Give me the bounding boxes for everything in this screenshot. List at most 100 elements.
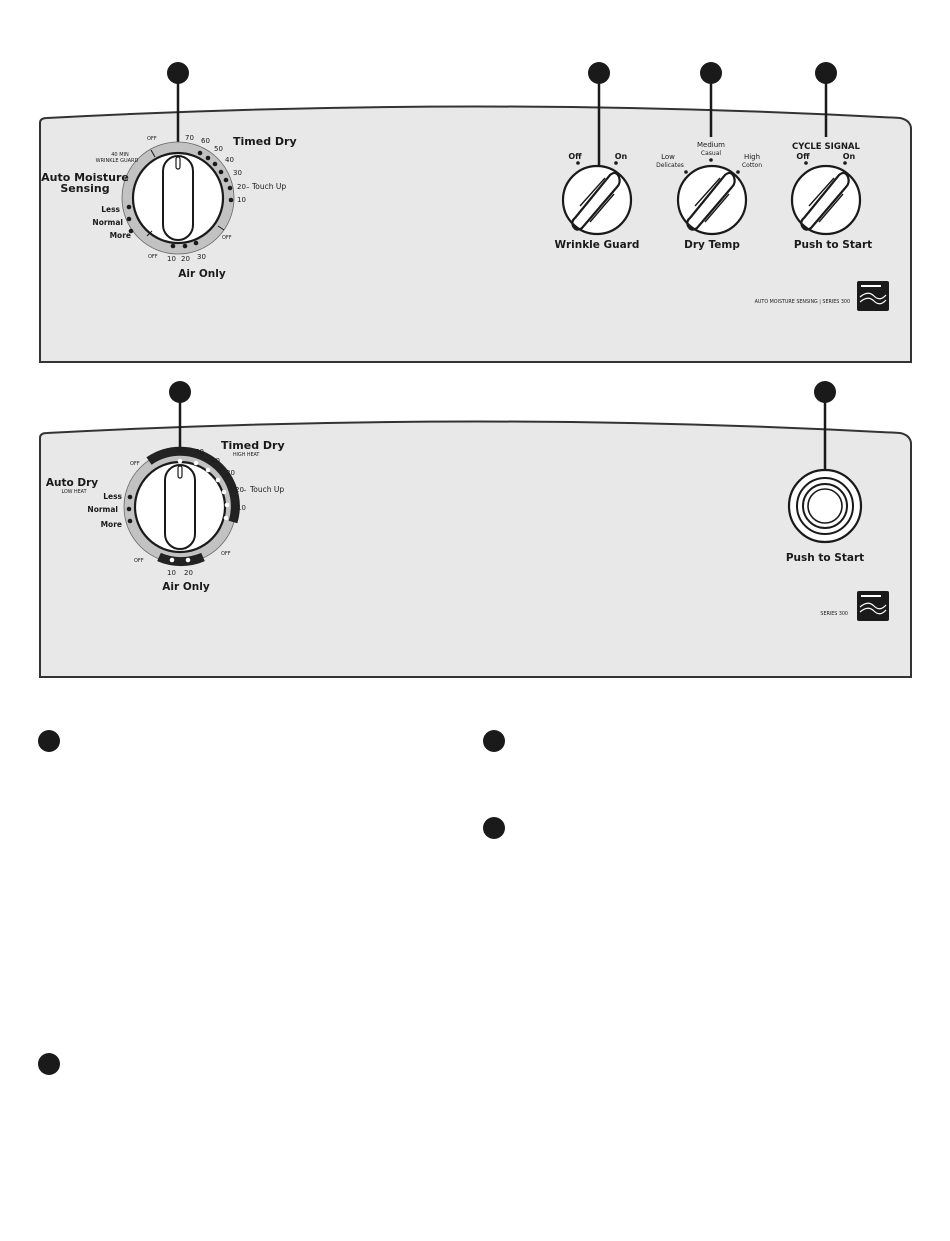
air-mark-10: 10	[167, 255, 176, 263]
dry-temp-dot-medium	[709, 158, 713, 162]
timer-off-top: OFF	[147, 136, 157, 142]
dry-temp-knob[interactable]	[676, 164, 748, 236]
timer-bottom-off-right: OFF	[221, 551, 231, 557]
cycle-signal-knob-grip	[800, 171, 850, 231]
legend-marker-timer	[38, 730, 60, 752]
dry-temp-knob-ridge	[694, 177, 730, 223]
sensing-level-less: Less	[101, 205, 120, 214]
dry-temp-knob-face	[676, 164, 748, 236]
timer-dial-bottom[interactable]	[123, 446, 240, 567]
callout-legend	[38, 730, 505, 1075]
timer-dial-bottom-grip	[164, 464, 196, 550]
timer-tick-off-top	[150, 149, 156, 158]
callout-marker-start-button	[814, 381, 836, 403]
auto-moisture-label: Auto Moisture	[41, 171, 129, 184]
wrinkle-guard-note-2: WRINKLE GUARD	[96, 158, 139, 164]
callout-marker-timer-bottom	[169, 381, 191, 403]
timer-dial-dots	[126, 150, 234, 249]
timer-dial-bottom-pointer	[177, 465, 183, 479]
legend-marker-cycle-signal	[38, 1053, 60, 1075]
timed-mark-30: 30	[233, 169, 242, 177]
auto-level-normal: Normal	[87, 505, 118, 514]
dry-temp-high: High	[744, 153, 760, 161]
timer-tick-off-bottom	[146, 230, 153, 237]
wrinkle-guard-knob-face	[561, 164, 633, 236]
control-panel-bottom: OFF Auto Dry LOW HEAT Timed Dry HIGH HEA…	[39, 381, 912, 678]
series-text-top: AUTO MOISTURE SENSING | SERIES 300	[755, 299, 850, 305]
timer-off-right: OFF	[222, 235, 232, 241]
start-button-bezel	[802, 483, 848, 529]
wrinkle-guard-knob[interactable]	[561, 164, 633, 236]
dry-temp-dot-low	[684, 170, 688, 174]
start-button-face	[807, 488, 843, 524]
wrinkle-guard-note-1: 40 MIN	[111, 152, 129, 158]
timed-mark-70: 70	[185, 134, 194, 142]
timer-bottom-off-top: OFF	[130, 461, 140, 467]
timer-dial-bottom-dots	[126, 458, 230, 563]
air-mark-30: 30	[197, 253, 206, 261]
wrinkle-guard-off: Off	[568, 152, 582, 161]
dry-temp-low-sub: Delicates	[656, 162, 684, 169]
callout-marker-dry-temp	[700, 62, 722, 84]
legend-marker-dry-temp	[483, 817, 505, 839]
air-mark-20: 20	[181, 255, 190, 263]
timed-dry-label-bottom: Timed Dry	[221, 439, 285, 452]
dry-temp-medium: Medium	[697, 141, 725, 149]
b-timed-mark-60: 60	[176, 446, 185, 454]
b-air-mark-10: 10	[167, 569, 176, 577]
timed-mark-60: 60	[201, 137, 210, 145]
b-timed-mark-touchup-dash: –	[243, 486, 247, 494]
b-air-mark-20: 20	[184, 569, 193, 577]
panel-bottom-outline	[39, 420, 912, 678]
wrinkle-guard-label: Wrinkle Guard	[555, 239, 640, 251]
dry-temp-label: Dry Temp	[684, 239, 740, 251]
cycle-signal-knob-ridge	[808, 177, 844, 223]
callout-marker-cycle-signal	[815, 62, 837, 84]
b-timed-mark-40: 40	[211, 457, 220, 465]
callout-marker-timer-top	[167, 62, 189, 84]
b-timed-mark-30: 30	[226, 469, 235, 477]
push-to-start-label-top: Push to Start	[794, 239, 872, 251]
push-to-start-label-bottom: Push to Start	[786, 552, 864, 564]
touch-up-label-top: Touch Up	[251, 182, 286, 191]
wrinkle-guard-dot-off	[576, 161, 580, 165]
legend-marker-wrinkle-guard	[483, 730, 505, 752]
cycle-signal-knob[interactable]	[790, 164, 862, 236]
b-timed-mark-50: 50	[195, 448, 204, 456]
dry-temp-dot-high	[736, 170, 740, 174]
cycle-signal-dot-on	[843, 161, 847, 165]
timer-dial-bottom-ring-air	[157, 552, 205, 567]
cycle-signal-on: On	[843, 152, 856, 161]
timed-mark-50: 50	[214, 145, 223, 153]
wrinkle-guard-knob-grip	[571, 171, 621, 231]
kenmore-logo-icon	[857, 591, 889, 621]
cycle-signal-dot-off	[804, 161, 808, 165]
cycle-signal-title: CYCLE SIGNAL	[792, 142, 860, 152]
touch-up-label-bottom: Touch Up	[249, 485, 284, 494]
dry-temp-medium-sub: Casual	[701, 150, 721, 157]
timer-off-bottom: OFF	[148, 254, 158, 260]
auto-level-more: More	[101, 520, 122, 529]
push-to-start-button[interactable]	[787, 468, 863, 544]
wrinkle-guard-on: On	[615, 152, 628, 161]
cycle-signal-knob-face	[790, 164, 862, 236]
b-timed-mark-10: 10	[237, 504, 246, 512]
sensing-level-more: More	[110, 231, 131, 240]
timer-dial-bottom-ring-timed	[146, 446, 240, 524]
dry-temp-low: Low	[661, 153, 675, 161]
auto-level-less: Less	[103, 492, 122, 501]
high-heat-note: HIGH HEAT	[233, 452, 259, 458]
series-text-bottom: SERIES 300	[820, 611, 848, 617]
timer-dial-top[interactable]	[121, 141, 235, 255]
timed-mark-10: 10	[237, 196, 246, 204]
timer-dial-grip	[162, 155, 194, 241]
callout-marker-wrinkle-guard	[588, 62, 610, 84]
timer-dial-pointer	[175, 156, 181, 170]
b-timed-mark-20: 20	[235, 486, 244, 494]
cycle-signal-off: Off	[796, 152, 810, 161]
wrinkle-guard-knob-ridge	[579, 177, 615, 223]
auto-dry-label: Auto Dry	[46, 477, 98, 489]
timer-bottom-off-bottom: OFF	[134, 558, 144, 564]
air-only-label-top: Air Only	[178, 268, 226, 280]
